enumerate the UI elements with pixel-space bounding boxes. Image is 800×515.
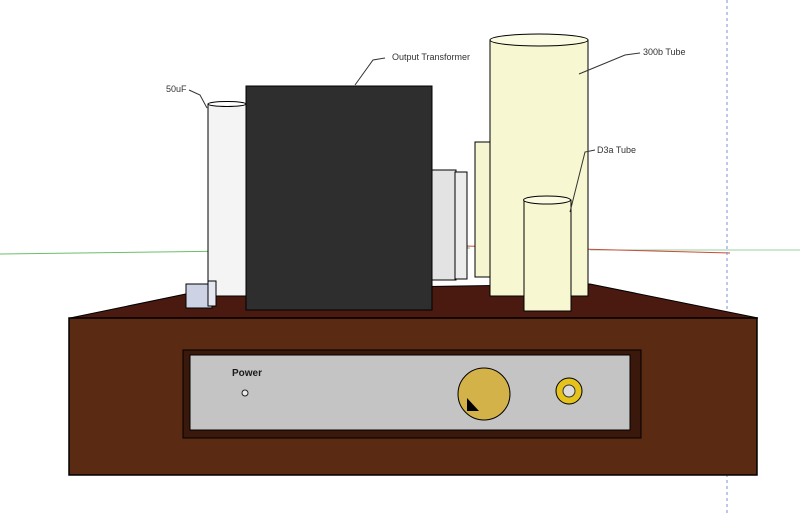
input-jack-inner <box>562 384 576 398</box>
tube-d3a-body <box>523 199 572 312</box>
power-led-icon[interactable] <box>241 389 249 397</box>
label-50uf: 50uF <box>166 84 187 94</box>
terminal-block-side <box>207 280 217 307</box>
capacitor-top <box>207 101 247 107</box>
power-label: Power <box>232 368 263 379</box>
label-output-transformer: Output Transformer <box>392 52 471 62</box>
leader-output-transformer <box>354 57 386 86</box>
tube-d3a-top <box>523 195 571 205</box>
tube-300b-top <box>489 33 589 47</box>
leader-50uf <box>188 89 208 109</box>
component-block-2 <box>454 171 468 280</box>
leader-300b <box>578 52 641 75</box>
component-block-1 <box>431 169 457 281</box>
output-transformer <box>245 85 433 311</box>
capacitor-body <box>207 103 247 297</box>
volume-knob-pointer <box>467 398 479 411</box>
volume-knob-icon[interactable] <box>457 367 511 421</box>
leader-d3a <box>569 149 596 213</box>
label-d3a-tube: D3a Tube <box>597 145 637 155</box>
label-300b-tube: 300b Tube <box>643 47 686 57</box>
